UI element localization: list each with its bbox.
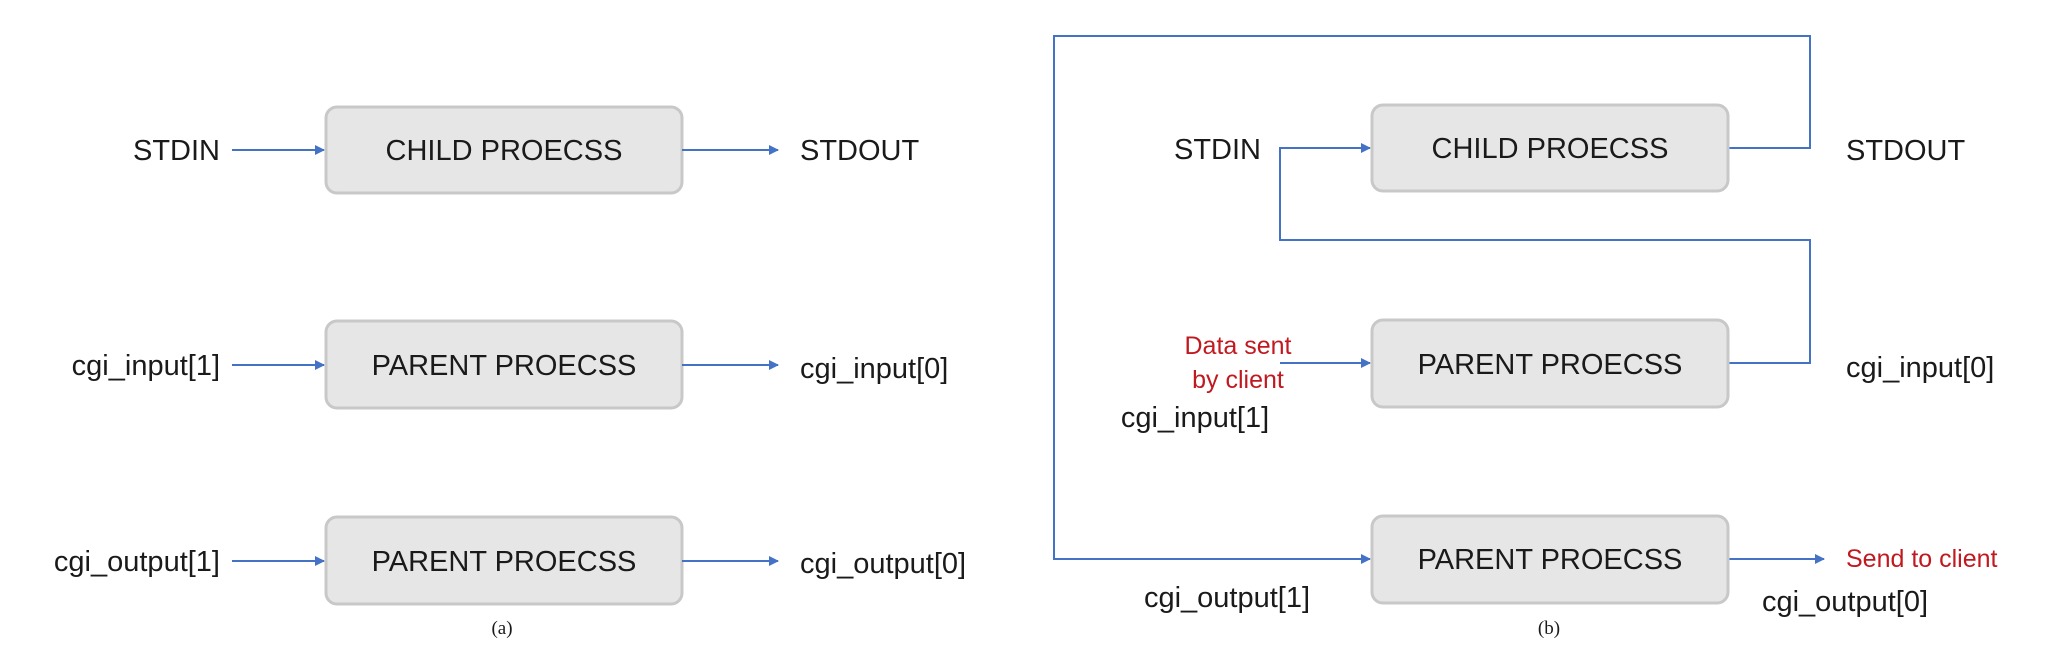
cgi-output-read-label-b: cgi_output[0]	[1762, 586, 1928, 618]
cgi-input-read-label-b: cgi_input[0]	[1846, 352, 1994, 384]
stdout-to-cgi-output-wire	[1053, 35, 1811, 564]
stdout-label: STDOUT	[800, 135, 920, 167]
cgi-input-to-stdin-wire	[1279, 143, 1811, 364]
panel-a: STDIN CHILD PROECSS STDOUT cgi_input[1] …	[54, 105, 966, 639]
stdin-label: STDIN	[133, 135, 220, 167]
child-process-label-b: CHILD PROECSS	[1432, 133, 1669, 165]
cgi-output-write-label-b: cgi_output[1]	[1144, 582, 1310, 614]
parent-process-output-box-b	[1370, 514, 1730, 605]
cgi-output-write-label: cgi_output[1]	[54, 546, 220, 578]
parent-process-input-label: PARENT PROECSS	[372, 350, 637, 382]
cgi-input-read-label: cgi_input[0]	[800, 353, 948, 385]
parent-process-output-label: PARENT PROECSS	[372, 546, 637, 578]
child-process-box-b	[1370, 103, 1730, 193]
send-to-client-label: Send to client	[1846, 545, 1998, 573]
parent-process-input-box-b	[1370, 318, 1730, 409]
cgi-input-write-label-b: cgi_input[1]	[1121, 402, 1269, 434]
child-process-label: CHILD PROECSS	[386, 135, 623, 167]
caption-a: (a)	[491, 618, 512, 639]
caption-b: (b)	[1538, 618, 1560, 639]
stdin-label-b: STDIN	[1174, 134, 1261, 166]
panel-b: CHILD PROECSS PARENT PROECSS PARENT PROE…	[1053, 35, 1998, 639]
data-sent-line2: by client	[1192, 366, 1284, 394]
cgi-input-write-label: cgi_input[1]	[72, 350, 220, 382]
parent-process-output-label-b: PARENT PROECSS	[1418, 544, 1683, 576]
cgi-output-read-label: cgi_output[0]	[800, 548, 966, 580]
parent-process-input-label-b: PARENT PROECSS	[1418, 349, 1683, 381]
stdout-label-b: STDOUT	[1846, 135, 1966, 167]
data-sent-line1: Data sent	[1184, 332, 1291, 360]
